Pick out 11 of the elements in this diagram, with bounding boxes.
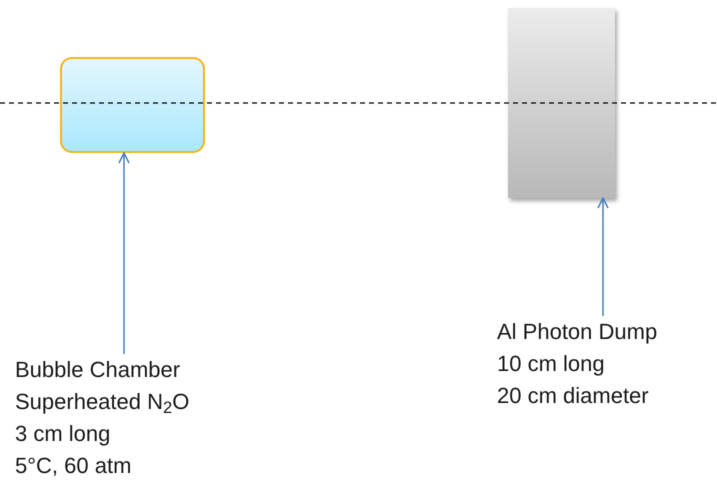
dump-block (508, 8, 615, 198)
node-text: Al Photon Dump (497, 318, 658, 346)
arrow (118, 152, 130, 354)
chamber-box (60, 57, 205, 153)
node-text: 3 cm long (15, 420, 110, 448)
node-text: Bubble Chamber (15, 356, 180, 384)
node-text: 5°C, 60 atm (15, 452, 132, 480)
arrow (597, 197, 609, 316)
node-text: Superheated N$_{2}$O (15, 388, 190, 418)
node-text: 10 cm long (497, 350, 605, 378)
node-text: 20 cm diameter (497, 382, 649, 410)
